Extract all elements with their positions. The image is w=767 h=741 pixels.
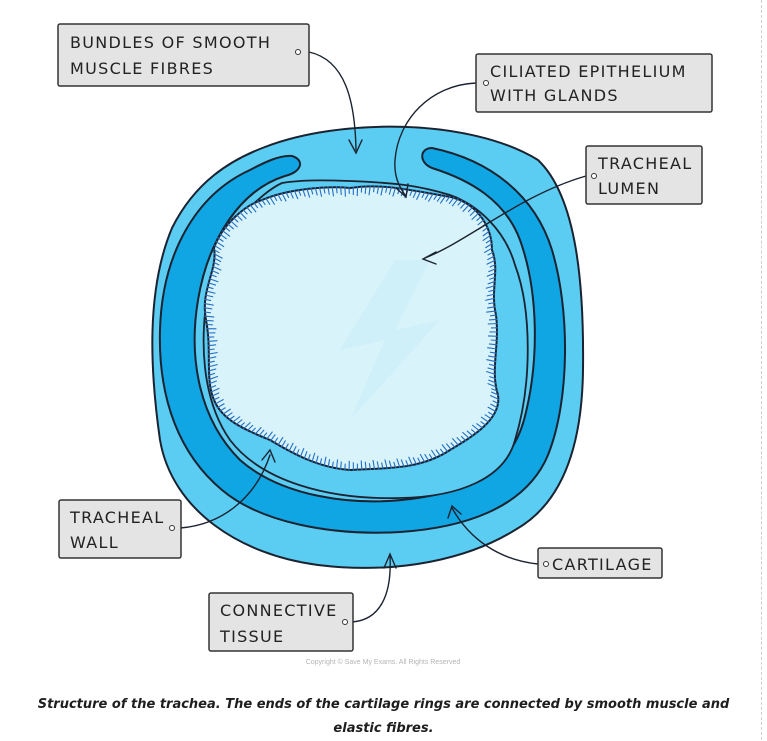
cilium (341, 186, 342, 195)
label-lumen-line2: LUMEN (598, 179, 660, 198)
cilium (208, 341, 218, 342)
cilium (336, 186, 337, 193)
cilium (488, 324, 498, 325)
tag-ciliated: CILIATED EPITHELIUM WITH GLANDS (476, 54, 712, 112)
cilium (345, 187, 346, 197)
label-ciliated-line2: WITH GLANDS (490, 86, 619, 105)
tag-wall: TRACHEAL WALL (59, 500, 181, 558)
label-wall-line2: WALL (70, 533, 119, 552)
label-cartilage: CARTILAGE (552, 555, 653, 574)
tag-connective: CONNECTIVE TISSUE (209, 593, 353, 651)
label-smooth-muscle-line2: MUSCLE FIBRES (70, 59, 214, 78)
cilium (490, 315, 497, 316)
label-ciliated-line1: CILIATED EPITHELIUM (490, 62, 687, 81)
tag-cartilage: CARTILAGE (538, 548, 662, 578)
cilium (361, 461, 362, 471)
tracheal-lumen (205, 186, 499, 470)
label-connective-line2: TISSUE (219, 627, 284, 646)
label-smooth-muscle-line1: BUNDLES OF SMOOTH (70, 33, 271, 52)
cilium (361, 186, 362, 193)
label-wall-line1: TRACHEAL (69, 508, 164, 527)
figure-caption: Structure of the trachea. The ends of th… (20, 693, 747, 741)
cilium (341, 462, 342, 471)
cilium (489, 319, 498, 320)
cilium (491, 340, 498, 341)
copyright-notice: Copyright © Save My Exams. All Rights Re… (306, 658, 461, 666)
cilium (205, 320, 214, 321)
tag-lumen: TRACHEAL LUMEN (586, 146, 702, 204)
label-lumen-line1: TRACHEAL (597, 154, 692, 173)
tag-smooth-muscle: BUNDLES OF SMOOTH MUSCLE FIBRES (58, 24, 309, 86)
label-connective-line1: CONNECTIVE (220, 601, 338, 620)
